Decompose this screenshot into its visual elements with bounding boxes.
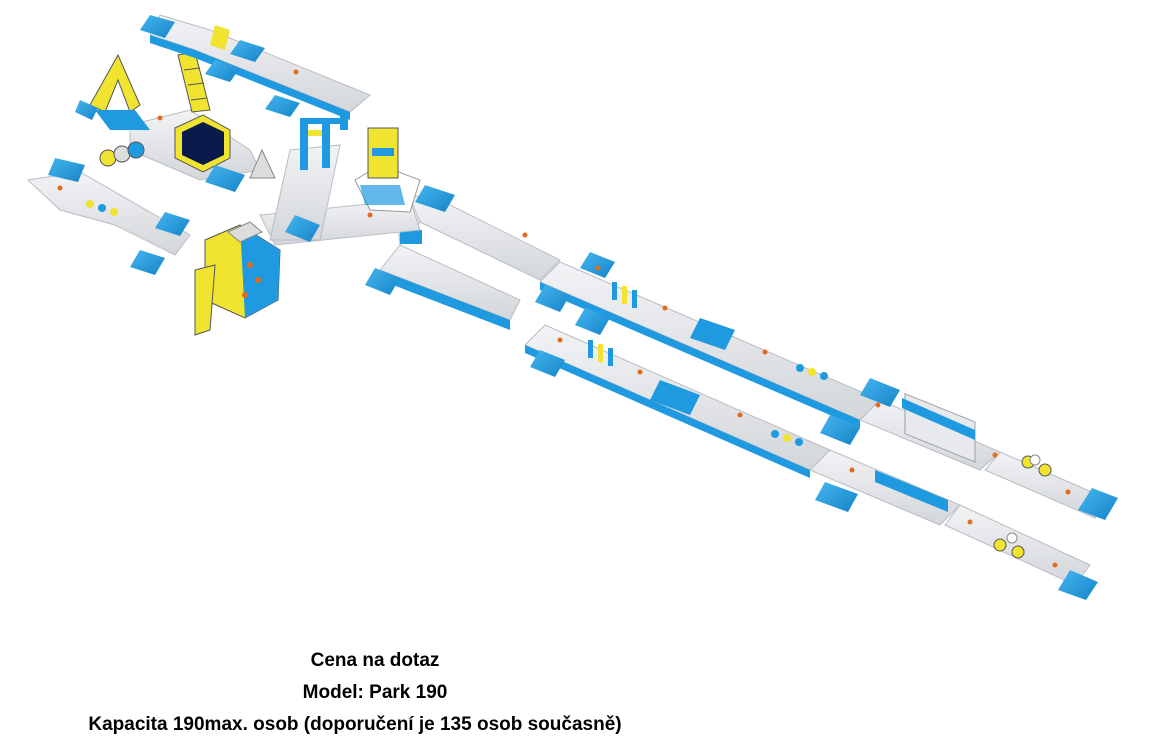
caption-model: Model: Park 190 <box>302 682 448 703</box>
top-run <box>140 14 371 120</box>
slide-tower <box>194 221 281 336</box>
caption-capacity: Kapacita 190max. osob (doporučení je 135… <box>88 714 622 735</box>
blue-frame <box>300 110 348 170</box>
figure-markers <box>57 69 1071 568</box>
lower-track <box>524 324 1098 600</box>
ladder <box>177 51 211 113</box>
track-pads <box>530 252 615 377</box>
climbing-tower <box>354 127 421 213</box>
park-illustration <box>26 14 1118 600</box>
trampoline-hub <box>129 109 276 192</box>
main-corridor <box>259 144 421 246</box>
left-run <box>26 141 191 275</box>
bead-markers <box>588 282 828 446</box>
caption-price: Cena na dotaz <box>310 650 440 671</box>
a-frame <box>75 53 150 130</box>
